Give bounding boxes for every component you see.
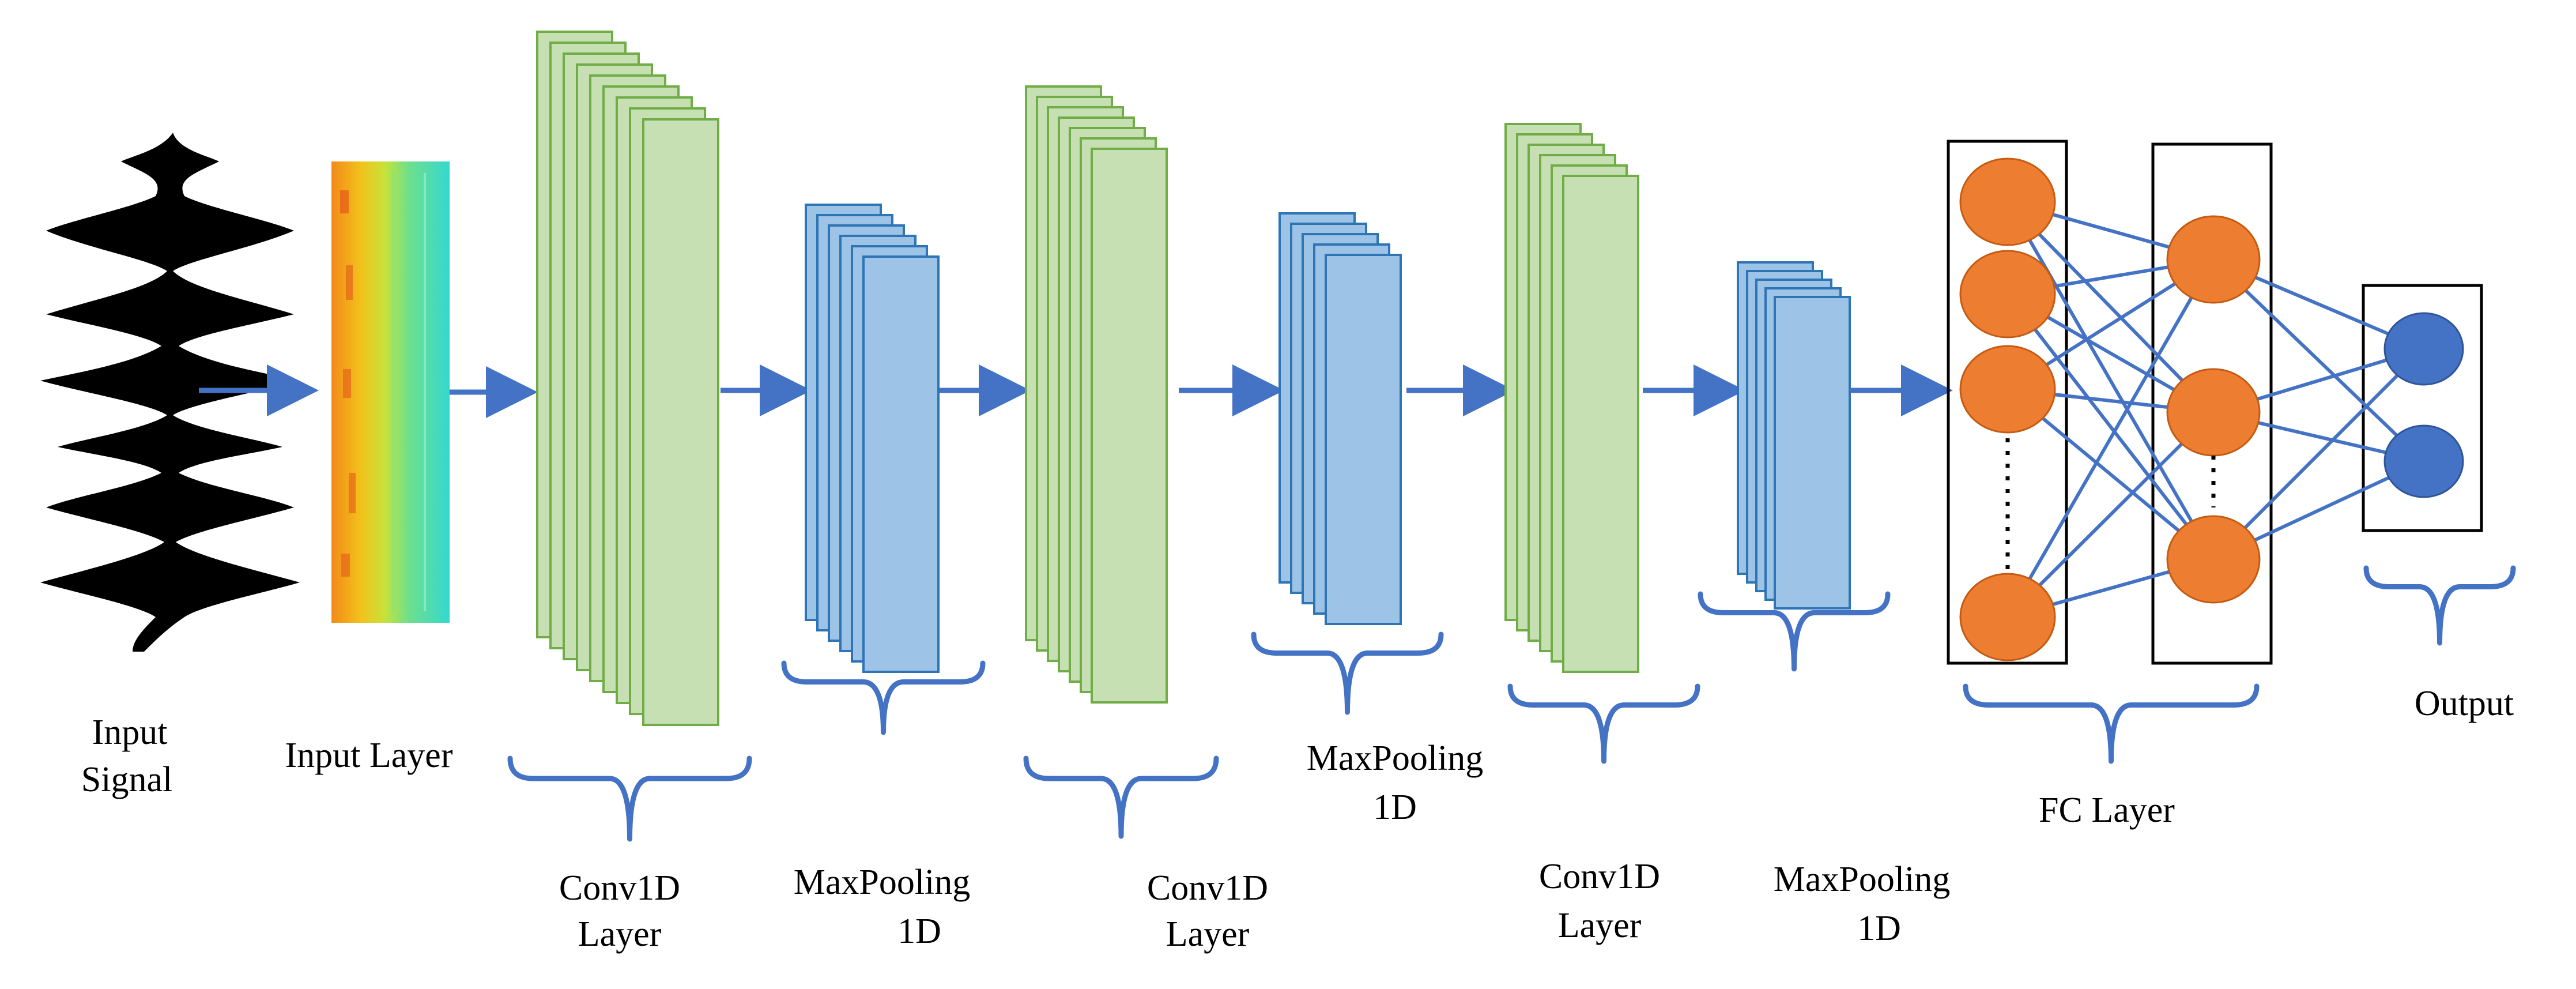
fc2-neuron-3: [2166, 515, 2261, 604]
fc-layer1-box: [1947, 140, 2068, 665]
brace-pool2: [1251, 631, 1444, 715]
conv1-feature-maps: [536, 31, 719, 726]
fc-edge: [2006, 201, 2215, 561]
spectrogram-heatmap-icon: [331, 161, 450, 623]
label-input-signal-1: Input: [92, 713, 168, 752]
pool1-feature-maps: [805, 204, 940, 673]
label-conv1-2: Layer: [578, 915, 662, 954]
pool1-map-6: [862, 255, 940, 673]
fc-edge: [2212, 258, 2426, 463]
layer-braces: [507, 565, 2516, 842]
conv3-feature-maps: [1504, 123, 1639, 673]
fc2-neuron-1: [2166, 215, 2261, 304]
brace-output: [2363, 565, 2516, 646]
label-pool1-2: 1D: [897, 912, 941, 951]
fc1-neuron-2: [1959, 250, 2056, 339]
fc1-neuron-4: [1959, 573, 2056, 661]
pool3-feature-maps: [1737, 261, 1851, 610]
label-conv2-1: Conv1D: [1147, 868, 1268, 908]
label-pool2-2: 1D: [1373, 788, 1417, 827]
label-output: Output: [2415, 684, 2514, 723]
brace-pool3: [1698, 591, 1891, 672]
waveform-icon: [40, 133, 300, 652]
pool2-map-5: [1325, 254, 1402, 625]
brace-conv2: [1023, 755, 1219, 839]
conv3-map-6: [1562, 175, 1639, 673]
fc-neurons: [1959, 157, 2464, 661]
label-pool3-2: 1D: [1857, 909, 1901, 948]
label-pool1-1: MaxPooling: [794, 863, 971, 902]
label-conv3-1: Conv1D: [1539, 857, 1660, 896]
label-fc-layer: FC Layer: [2039, 791, 2175, 830]
conv2-feature-maps: [1025, 85, 1168, 704]
brace-conv3: [1507, 683, 1700, 764]
label-input-layer: Input Layer: [285, 736, 453, 775]
pool2-feature-maps: [1278, 212, 1402, 625]
output-neuron-1: [2383, 312, 2464, 386]
brace-conv1: [507, 755, 752, 842]
fc1-neuron-3: [1959, 345, 2056, 434]
fc2-neuron-2: [2166, 368, 2261, 457]
fc-edge: [2006, 293, 2215, 561]
label-pool3-1: MaxPooling: [1774, 860, 1951, 899]
pool3-map-5: [1774, 296, 1851, 610]
fc-edge: [2006, 258, 2215, 618]
label-conv3-2: Layer: [1558, 906, 1642, 945]
brace-pool1: [781, 660, 986, 735]
label-conv1-1: Conv1D: [559, 868, 680, 908]
fc-edge: [2006, 411, 2215, 619]
conv1-map-9: [642, 118, 719, 726]
label-conv2-2: Layer: [1166, 915, 1250, 954]
output-neuron-2: [2383, 424, 2464, 498]
fc-edge: [2006, 200, 2215, 414]
fc-layer2-box: [2151, 142, 2273, 665]
label-pool2-1: MaxPooling: [1307, 739, 1484, 778]
label-input-signal-2: Signal: [81, 760, 172, 799]
fc-edge: [2212, 347, 2426, 561]
fc1-neuron-1: [1959, 157, 2056, 246]
brace-fc: [1963, 683, 2260, 764]
conv2-map-7: [1091, 148, 1168, 704]
